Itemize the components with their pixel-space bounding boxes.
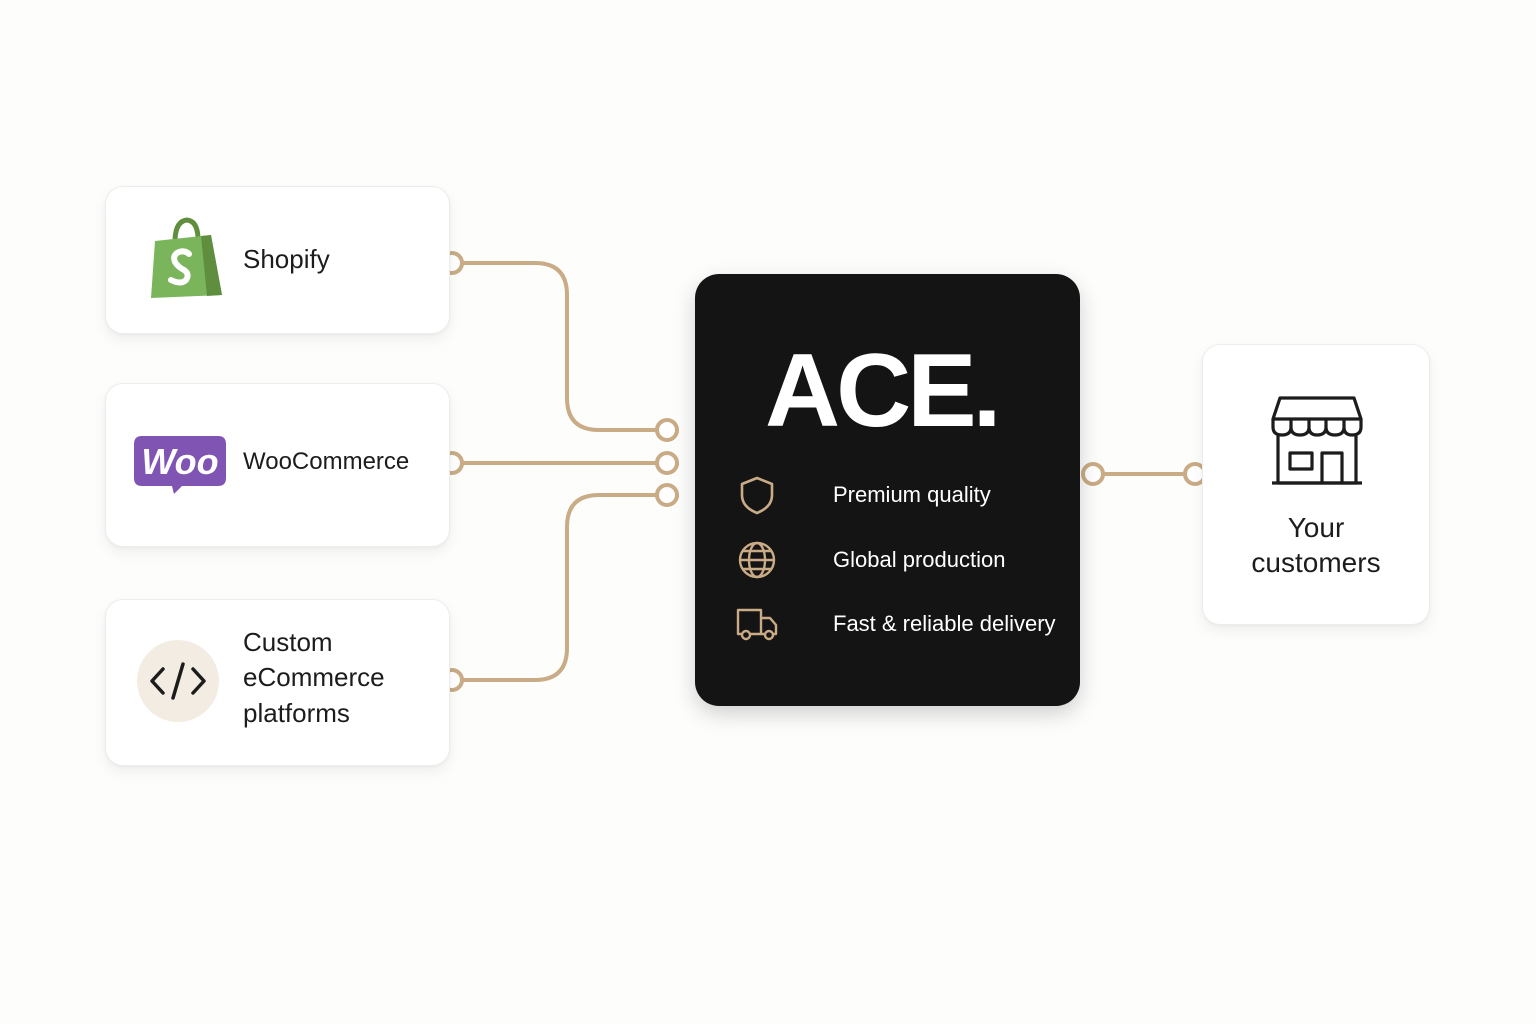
source-card-woocommerce: Woo WooCommerce	[105, 383, 450, 547]
feature-fast-delivery: Fast & reliable delivery	[735, 604, 1065, 644]
destination-card-customers: Your customers	[1202, 344, 1430, 625]
feature-label: Premium quality	[833, 482, 991, 507]
source-card-custom-platforms: Custom eCommerce platforms	[105, 599, 450, 766]
shield-icon	[740, 476, 774, 515]
truck-icon	[736, 608, 778, 641]
feature-label: Global production	[833, 547, 1006, 572]
custom-platforms-label-line-3: platforms	[243, 698, 350, 728]
custom-platforms-label-line-2: eCommerce	[243, 662, 385, 692]
ace-logo: ACE.	[765, 333, 1001, 449]
node-hub-in-1	[655, 418, 679, 442]
shopify-label: Shopify	[243, 244, 330, 274]
woocommerce-label: WooCommerce	[243, 448, 410, 475]
code-badge	[137, 640, 219, 722]
woo-logo-icon: Woo	[134, 436, 226, 494]
shopify-bag-icon	[151, 217, 222, 298]
feature-premium-quality: Premium quality	[735, 475, 1065, 515]
globe-icon	[738, 541, 776, 579]
feature-global-production: Global production	[735, 540, 1065, 580]
feature-label: Fast & reliable delivery	[833, 611, 1056, 636]
customers-label-line-1: Your	[1287, 512, 1345, 543]
connector-shopify	[461, 261, 658, 432]
woo-logo-text: Woo	[141, 441, 218, 482]
node-hub-in-2	[655, 451, 679, 475]
code-brackets-icon	[150, 662, 206, 700]
node-hub-out	[1081, 462, 1105, 486]
storefront-icon	[1271, 396, 1363, 485]
ace-hub-panel: ACE. Premium quality Global production	[695, 274, 1080, 706]
connector-custom	[461, 493, 658, 682]
node-hub-in-3	[655, 483, 679, 507]
customers-label-line-2: customers	[1251, 547, 1381, 578]
source-card-shopify: Shopify	[105, 186, 450, 334]
custom-platforms-label-line-1: Custom	[243, 627, 333, 657]
